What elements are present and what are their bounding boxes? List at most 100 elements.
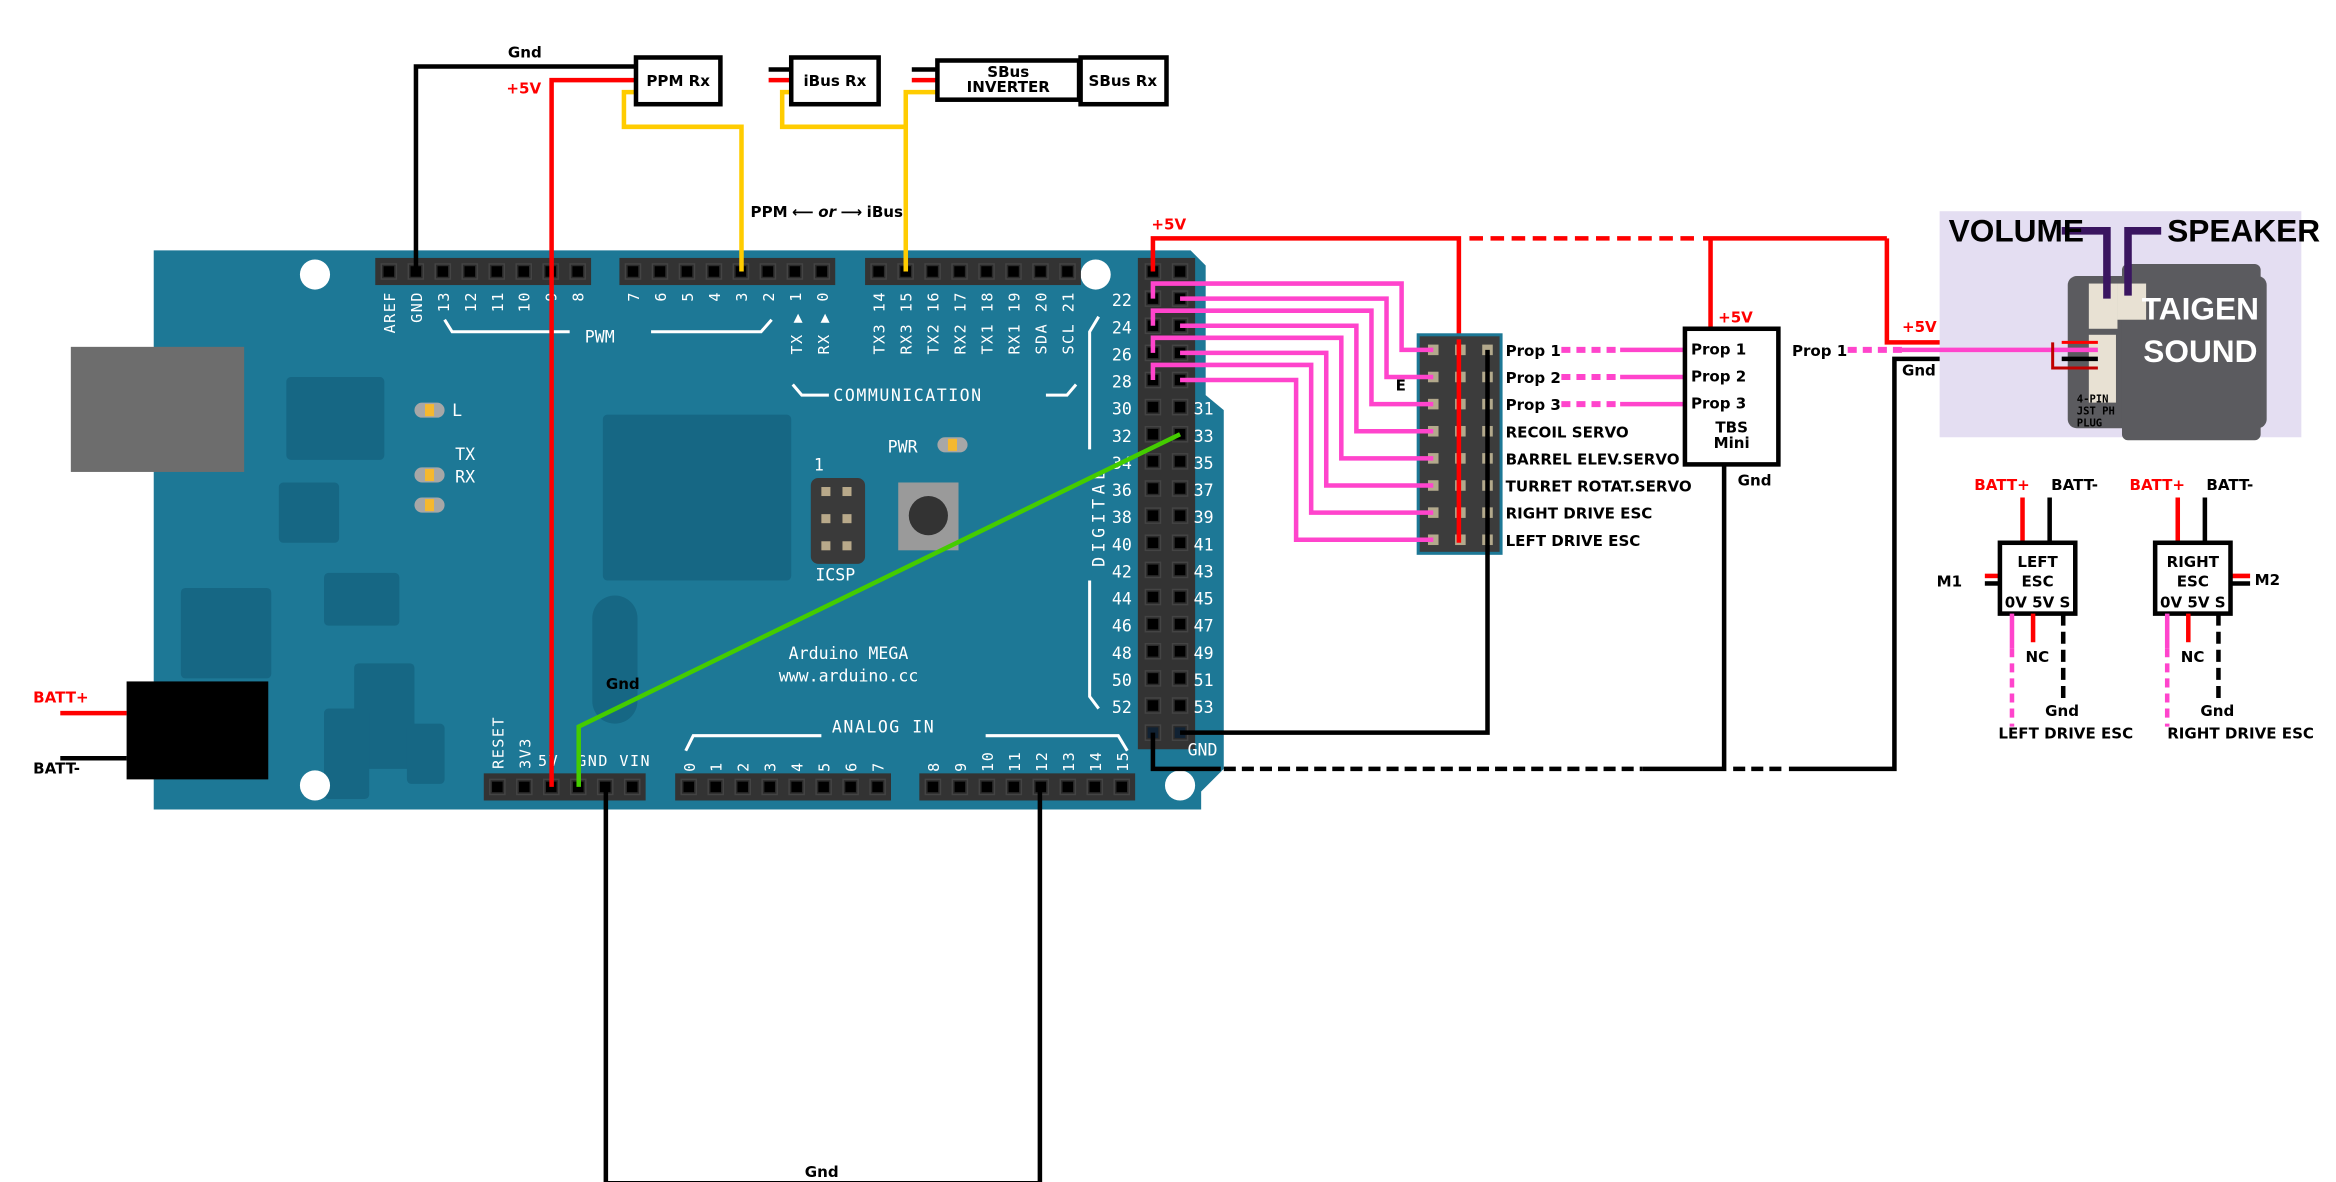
reset-button-cap	[908, 496, 948, 536]
pin-label: 13	[435, 291, 453, 312]
analog-bracket	[684, 734, 822, 752]
signal-wire-5	[1150, 335, 1434, 461]
esc-left-box	[1997, 540, 2078, 616]
connector-pin	[1427, 398, 1439, 410]
pin-label: TX3 14	[871, 291, 889, 354]
header-pin-hole	[1174, 564, 1186, 576]
sbus-rx	[1078, 55, 1169, 107]
pin-label: 36	[1112, 481, 1132, 500]
ibus-rx	[788, 55, 881, 107]
header-pin-hole	[464, 266, 476, 277]
pin-label: 5V	[538, 752, 559, 770]
header-pin-hole	[1174, 266, 1186, 277]
pin-label: 30	[1112, 400, 1132, 419]
header-pin-hole	[1147, 646, 1159, 657]
pin-label: 13	[1060, 751, 1078, 772]
pin-label: 14	[1087, 751, 1105, 772]
esc-label: RIGHT	[2167, 553, 2220, 571]
pin-label: 6	[652, 291, 670, 302]
5v-plug-loop	[2051, 342, 2098, 370]
header-pin-hole	[789, 266, 801, 277]
ibus-rx-label: iBus Rx	[803, 72, 866, 90]
header-pin-hole	[710, 781, 721, 793]
icsp-pin1-label: 1	[814, 455, 824, 474]
ppm-or-ibus-part: iBus	[867, 203, 903, 221]
nc-label: NC	[2026, 648, 2050, 666]
sbus-signal-wire	[903, 89, 938, 272]
nc-label: NC	[2181, 648, 2205, 666]
comm-bracket	[791, 383, 829, 397]
header-pin-hole	[1062, 781, 1074, 793]
speaker-wire	[2124, 227, 2162, 296]
signal-wire-2	[1180, 296, 1434, 380]
pin-label: 24	[1112, 318, 1132, 337]
header-pin-hole	[873, 266, 884, 277]
pin-label: 8	[570, 291, 588, 302]
signal-wire-1	[1150, 281, 1434, 353]
icsp-label: ICSP	[815, 565, 855, 584]
header-pin-hole	[981, 781, 993, 793]
5v-wire-receiver	[549, 77, 636, 787]
board-component	[602, 414, 792, 581]
pin-label: 12	[1033, 751, 1051, 772]
header-pin-hole	[1174, 700, 1186, 711]
icsp-pin	[842, 514, 852, 524]
led-tx-label: TX	[455, 445, 475, 464]
ppm-or-ibus-label: PPM⟵or⟶iBus	[751, 203, 903, 221]
5v-label: +5V	[1902, 318, 1937, 336]
volume-wire	[2061, 227, 2111, 299]
header-pin-hole	[927, 781, 939, 793]
board-component	[278, 482, 340, 543]
header-pin-hole	[845, 781, 856, 793]
header-pin-hole	[954, 781, 966, 793]
ppm-signal-wire	[621, 89, 744, 272]
pin-label: 3	[733, 291, 751, 302]
pin-label: 9	[952, 761, 970, 772]
header-pin-hole	[1174, 618, 1186, 630]
header-pin-hole	[954, 266, 965, 277]
prop-label: Prop 1	[1792, 342, 1847, 360]
connector-pin	[1427, 507, 1439, 518]
led-light	[425, 468, 435, 481]
led-light	[425, 404, 435, 417]
ppm-or-ibus-part: ⟵	[792, 203, 814, 221]
pin-label: VIN	[619, 752, 651, 770]
board-component	[406, 723, 445, 784]
pin-label: RX ▶	[815, 312, 833, 354]
header-pin-hole	[762, 266, 774, 277]
pin-label: 51	[1194, 671, 1214, 690]
header-pin-hole	[1174, 591, 1186, 603]
pin-label: 44	[1112, 590, 1132, 609]
pin-label: 5	[679, 291, 697, 302]
capacitor	[592, 595, 638, 724]
gnd-bottom-loop	[603, 786, 1043, 1182]
icsp-pin	[821, 541, 831, 551]
jst-label: PLUG	[2077, 418, 2102, 430]
tbs-prop-label: Prop 3	[1691, 395, 1746, 413]
gnd-rail-wire	[1180, 349, 1490, 735]
header-power	[483, 773, 646, 801]
batt-plus-label: BATT+	[1974, 476, 2029, 494]
header-pin-hole	[1174, 510, 1186, 521]
header-pin-hole	[1174, 456, 1186, 467]
batt-minus-label: BATT-	[2051, 476, 2098, 494]
header-pin-hole	[1174, 646, 1186, 657]
pin-label: 42	[1112, 562, 1132, 581]
header-pin-hole	[1008, 266, 1019, 277]
ppm-or-ibus-part: ⟶	[841, 203, 863, 221]
sbus-inverter-label: INVERTER	[967, 78, 1051, 96]
pin-label: 26	[1112, 345, 1132, 364]
header-pin-hole	[1008, 781, 1020, 793]
header-pin-hole	[791, 781, 802, 793]
icsp-pin	[821, 514, 831, 524]
pin-label: RESET	[489, 716, 507, 769]
header-pin-hole	[1147, 673, 1159, 684]
mounting-hole	[1164, 770, 1196, 801]
pin-label: GND	[408, 291, 426, 323]
pwm-bracket	[443, 318, 570, 334]
esc-caption: LEFT DRIVE ESC	[1998, 725, 2133, 743]
5v-label: +5V	[506, 80, 541, 98]
led-rx-label: RX	[455, 467, 475, 486]
pin-label: 2	[760, 291, 778, 302]
